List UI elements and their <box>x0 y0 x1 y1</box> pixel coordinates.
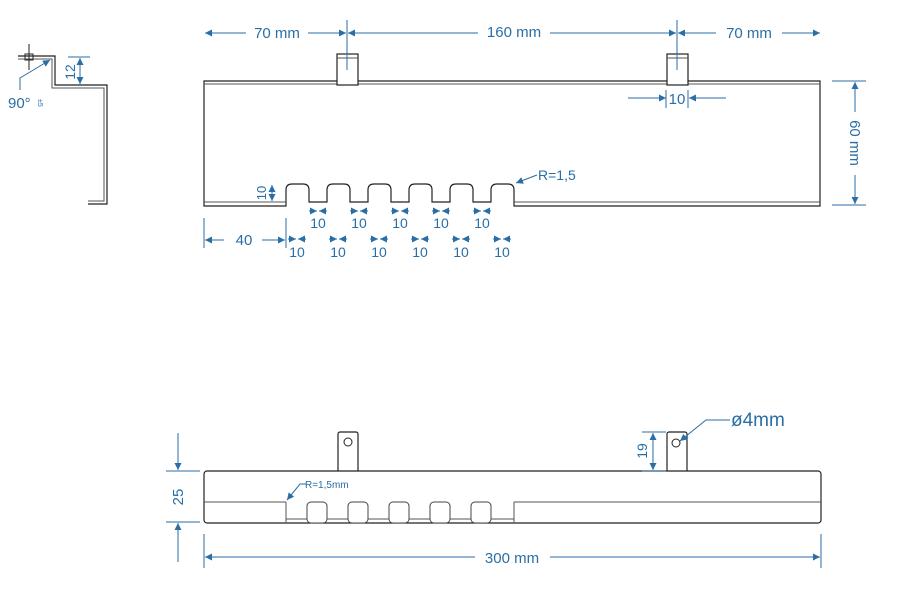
front-hole-left <box>343 437 353 447</box>
front-view: 25 19 ø4mm R=1,5mm 300 mm <box>166 410 822 568</box>
slot-width-label: 10 <box>392 215 408 231</box>
side-view: 90° ±5 12 <box>8 44 108 205</box>
profile-inner <box>18 58 105 202</box>
radius-leader <box>515 174 538 184</box>
front-tooth <box>470 501 492 524</box>
slot-width-label: 10 <box>474 215 490 231</box>
angle-label: 90° <box>8 95 31 112</box>
dim-start-offset: 40 <box>236 232 253 249</box>
slot-width-label: 10 <box>433 215 449 231</box>
front-teeth <box>306 501 492 524</box>
front-tooth <box>306 501 328 524</box>
dim-height: 60 mm <box>846 120 863 166</box>
dim-tab-height-label: 19 <box>634 443 650 459</box>
dim-center-spacing: 160 mm <box>487 24 541 41</box>
front-hole-right <box>671 438 681 448</box>
profile-crosshair-box <box>24 53 34 61</box>
dim-tab-width: 10 <box>669 91 686 108</box>
dim-total-length: 300 mm <box>485 550 539 567</box>
dim-hole-diameter: ø4mm <box>731 410 785 431</box>
angle-leader <box>19 59 51 90</box>
slot-width-label: 10 <box>351 215 367 231</box>
tooth-width-label: 10 <box>412 244 428 260</box>
profile-outline <box>18 55 108 205</box>
front-tooth <box>347 501 369 524</box>
front-tooth <box>388 501 410 524</box>
front-tooth <box>429 501 451 524</box>
radius-label: R=1,5 <box>538 167 576 183</box>
slot-width-label: 10 <box>310 215 326 231</box>
front-body <box>203 470 822 524</box>
tooth-width-label: 10 <box>289 244 305 260</box>
tooth-width-label: 10 <box>330 244 346 260</box>
tooth-width-label: 10 <box>453 244 469 260</box>
hole-leader <box>679 419 730 442</box>
angle-tolerance: ±5 <box>36 99 43 107</box>
front-radius-leader <box>286 483 306 501</box>
tooth-dimensions: 10 10 10 10 10 10 <box>288 235 511 260</box>
flange-height-label: 12 <box>62 64 78 80</box>
tooth-width-label: 10 <box>494 244 510 260</box>
top-view: 70 mm 160 mm 70 mm 10 60 mm 10 R=1,5 40 … <box>203 20 866 260</box>
slot-dimensions: 10 10 10 10 10 <box>309 207 491 231</box>
front-radius-label: R=1,5mm <box>305 480 349 491</box>
dim-front-height: 25 <box>170 489 187 506</box>
plate-outline <box>203 80 821 207</box>
dim-left-offset: 70 mm <box>254 25 300 42</box>
dim-right-offset: 70 mm <box>726 25 772 42</box>
tooth-width-label: 10 <box>371 244 387 260</box>
dim-notch-depth-label: 10 <box>254 186 269 200</box>
